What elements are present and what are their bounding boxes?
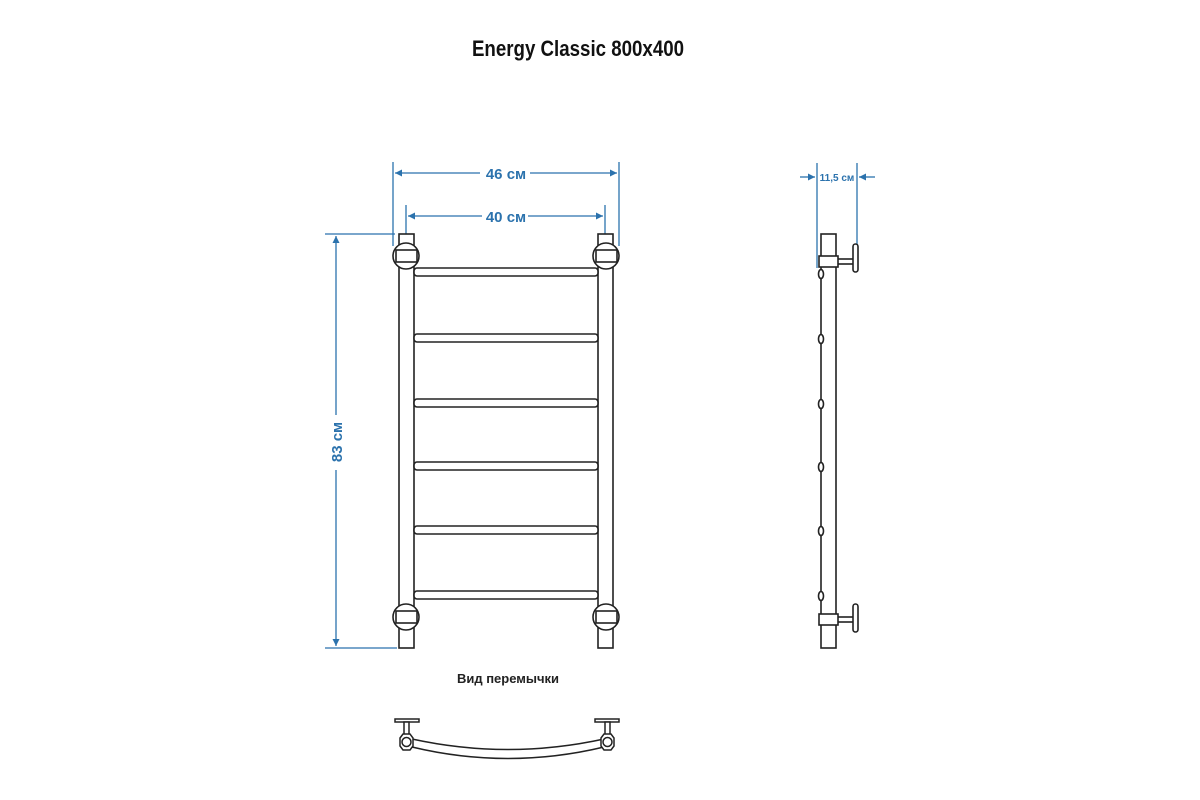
rungs <box>413 267 599 600</box>
dimension-83cm-label: 83 см <box>329 422 346 462</box>
bridge-view <box>394 718 620 760</box>
dimension-11-5cm <box>800 163 875 268</box>
drawing-title: Energy Classic 800x400 <box>471 36 685 61</box>
dimension-46cm <box>392 162 620 246</box>
bridge-view-caption: Вид перемычки <box>456 671 560 686</box>
dimension-11-5cm-label: 11,5 см <box>820 173 855 184</box>
dimension-83cm <box>325 233 397 649</box>
side-view <box>817 233 859 649</box>
dimension-40cm <box>405 205 606 240</box>
front-view <box>392 233 620 649</box>
wall-mounts <box>392 242 620 631</box>
dimension-46cm-label: 46 см <box>486 166 526 183</box>
dimension-40cm-label: 40 см <box>486 209 526 226</box>
